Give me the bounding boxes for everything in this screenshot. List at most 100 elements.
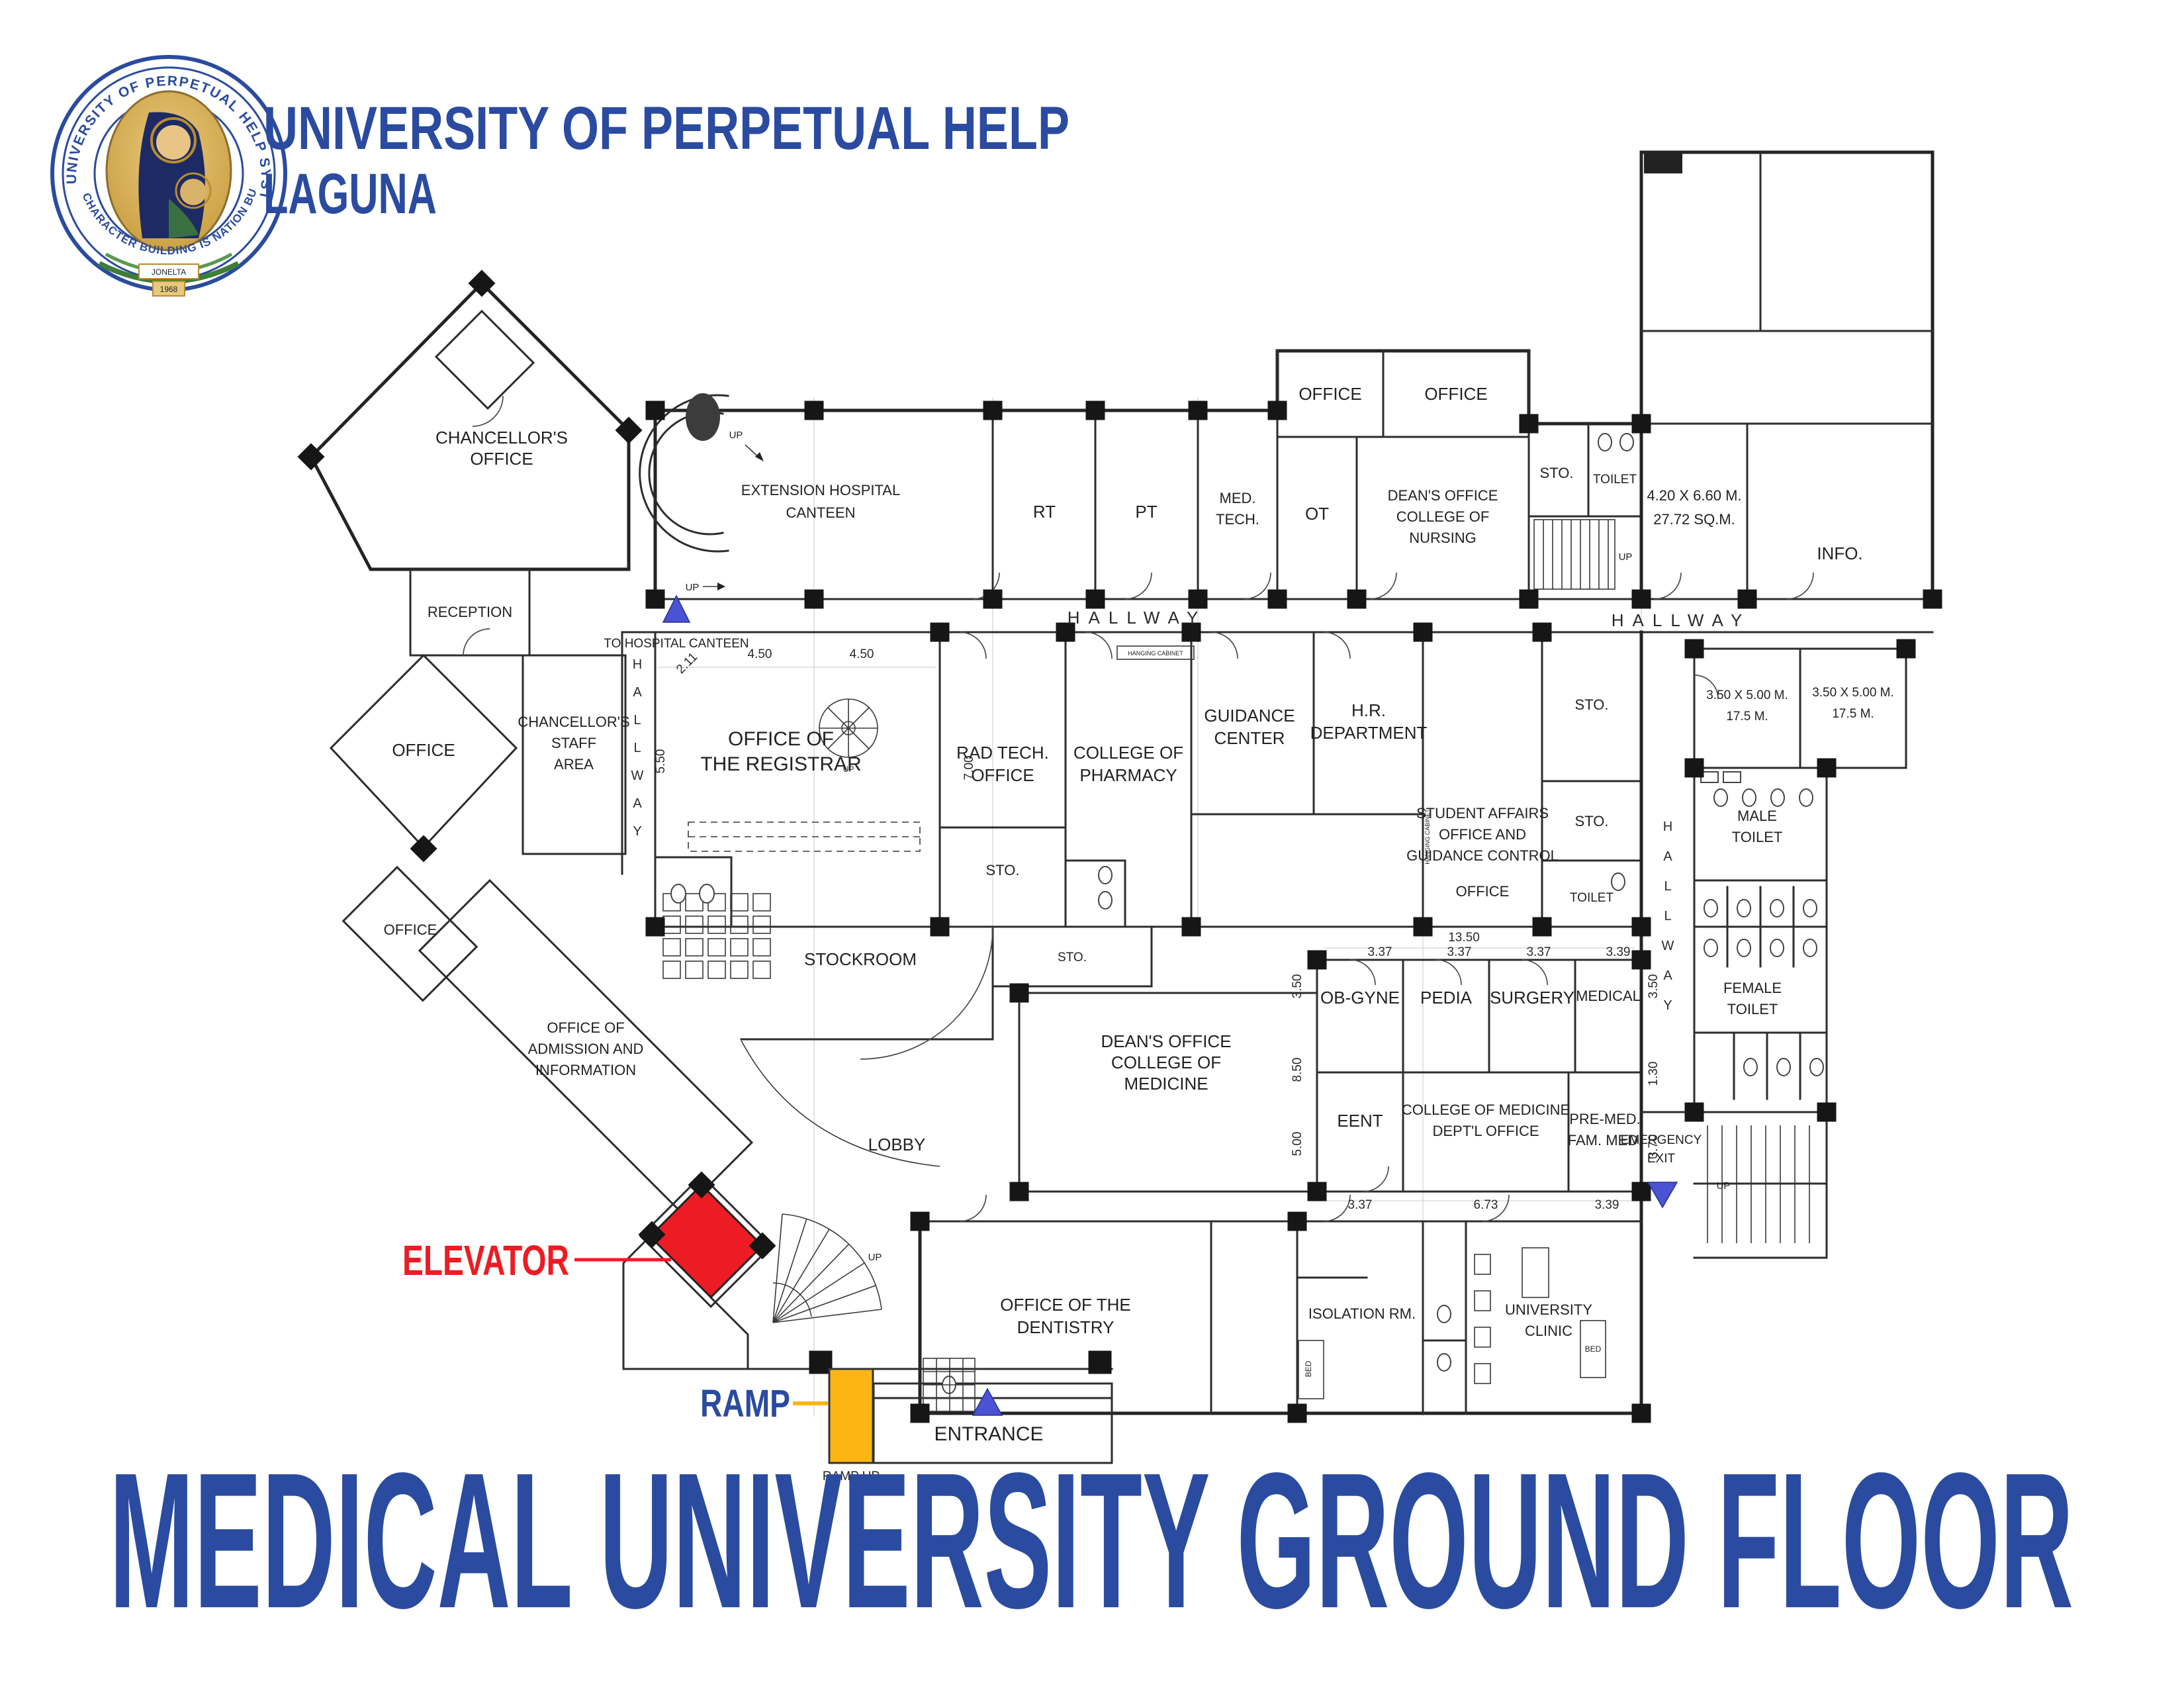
dim-337-d: 3.37 (1348, 1198, 1373, 1212)
dim-337-c: 3.37 (1527, 945, 1551, 959)
up-labels: UP UP UP UP UP UP (686, 430, 1731, 1263)
lbl-student-affairs-2: OFFICE AND (1439, 826, 1526, 843)
lbl-office-student-affairs: OFFICE (1456, 883, 1510, 900)
lbl-guidance-1: GUIDANCE (1204, 706, 1295, 726)
lbl-reception: RECEPTION (428, 604, 512, 620)
lbl-student-affairs-3: GUIDANCE CONTROL (1406, 847, 1559, 864)
hallway-v-left-a: A (633, 685, 642, 700)
stair-nursing (1533, 519, 1615, 590)
lbl-office-diagonal: OFFICE (384, 921, 437, 938)
clinic-furniture (1298, 1247, 1606, 1399)
dim-339-b: 3.39 (1595, 1198, 1619, 1212)
lbl-room350-b1: 3.50 X 5.00 M. (1812, 686, 1894, 700)
dim-339-a: 3.39 (1606, 945, 1631, 959)
lbl-med-tech-1: MED. (1220, 490, 1256, 506)
hallway-v-right-a2: A (1663, 968, 1672, 983)
dim-337-b: 3.37 (1447, 945, 1472, 959)
lbl-nursing-3: NURSING (1409, 530, 1476, 546)
header-university-name: UNIVERSITY OF PERPETUAL HELP (263, 95, 1069, 162)
lbl-rad-tech-1: RAD TECH. (956, 743, 1049, 763)
lbl-medical: MEDICAL (1576, 988, 1641, 1004)
dim-337-a: 3.37 (1368, 945, 1392, 959)
lbl-room420-1: 4.20 X 6.60 M. (1647, 487, 1741, 504)
lbl-room420-2: 27.72 SQ.M. (1653, 511, 1735, 528)
lbl-up-registrar-spiral: UP (843, 765, 854, 774)
hallway-v-left-y: Y (633, 824, 641, 839)
room-office-diagonal (341, 865, 478, 1002)
lbl-hanging-cabinet-1: HANGING CABINET (1128, 650, 1183, 657)
lbl-clinic-1: UNIVERSITY (1505, 1301, 1592, 1318)
lbl-chancellors-office-1: CHANCELLOR'S (435, 428, 568, 447)
lbl-room350-b2: 17.5 M. (1832, 707, 1874, 721)
lbl-pharmacy-1: COLLEGE OF (1073, 743, 1183, 763)
lbl-lobby: LOBBY (868, 1135, 926, 1154)
lbl-sto-3: STO. (1575, 813, 1609, 829)
lbl-toilet-2: TOILET (1570, 891, 1614, 905)
lbl-chancellors-staff-2: STAFF (551, 735, 596, 751)
hallway-v-right-w: W (1662, 939, 1674, 953)
lbl-emergency-exit-1: EMERGENCY (1621, 1133, 1702, 1147)
lbl-hr-1: H.R. (1351, 700, 1386, 720)
lbl-admission-1: OFFICE OF (547, 1019, 624, 1036)
lbl-isolation: ISOLATION RM. (1308, 1305, 1416, 1322)
lbl-hallway-right: HALLWAY (1612, 610, 1751, 630)
lbl-info: INFO. (1817, 543, 1862, 563)
elevator-cab (649, 1183, 764, 1299)
hallway-v-left-l1: L (633, 713, 641, 727)
lbl-deans-medicine-1: DEAN'S OFFICE (1101, 1031, 1231, 1051)
lbl-female-toilet-1: FEMALE (1723, 980, 1782, 996)
room-labels: CHANCELLOR'S OFFICE RECEPTION OFFICE CHA… (384, 384, 1894, 1339)
lbl-room350-a1: 3.50 X 5.00 M. (1706, 688, 1788, 702)
dim-370: 3.70 (1647, 1135, 1661, 1159)
lbl-chancellors-office-2: OFFICE (470, 449, 533, 469)
spiral-stair-canteen (639, 393, 764, 590)
lbl-sto-top: STO. (1540, 465, 1574, 481)
lbl-stockroom: STOCKROOM (804, 949, 917, 969)
lbl-rad-tech-2: OFFICE (971, 765, 1034, 785)
lbl-deans-medicine-3: MEDICINE (1124, 1074, 1208, 1094)
dim-500: 5.00 (1291, 1132, 1304, 1156)
seal-year-text: 1968 (160, 285, 178, 294)
dim-211: 2.11 (674, 650, 700, 677)
lbl-nursing-2: COLLEGE OF (1396, 508, 1490, 525)
lbl-admission-2: ADMISSION AND (528, 1041, 644, 1057)
hallway-v-left-a2: A (633, 796, 642, 811)
lbl-up-lobby-stair: UP (868, 1252, 882, 1263)
lbl-dentistry-1: OFFICE OF THE (1000, 1295, 1130, 1315)
hallway-v-left-l2: L (633, 741, 641, 755)
room-admission-office (418, 878, 754, 1215)
dim-350-a: 3.50 (1291, 974, 1304, 999)
lbl-sto-4: STO. (1058, 951, 1087, 964)
dim-450-b: 4.50 (850, 647, 874, 661)
hallway-v-right-y: Y (1663, 998, 1672, 1013)
lbl-registrar-2: THE REGISTRAR (700, 753, 861, 775)
lbl-entrance: ENTRANCE (934, 1423, 1043, 1445)
lbl-male-toilet-1: MALE (1737, 808, 1777, 824)
lbl-eent: EENT (1337, 1111, 1383, 1131)
lbl-canteen-1: EXTENSION HOSPITAL (741, 482, 900, 498)
dim-130: 1.30 (1647, 1062, 1661, 1086)
lbl-dentistry-2: DENTISTRY (1017, 1317, 1115, 1337)
lbl-ramp-up: RAMP UP (823, 1470, 880, 1483)
dentistry-toilet-tile (923, 1358, 976, 1412)
lbl-ot: OT (1305, 504, 1329, 524)
hallway-labels: HALLWAY HALLWAY H A L L W A Y H A L L W … (631, 608, 1751, 1013)
column-markers (297, 269, 1942, 1423)
lbl-canteen-2: CANTEEN (786, 504, 855, 521)
hallway-v-left-h: H (633, 657, 642, 672)
hallway-v-right-l1: L (1664, 879, 1671, 894)
lbl-com-dept-1: COLLEGE OF MEDICINE (1402, 1102, 1570, 1118)
lbl-office-pentagon: OFFICE (392, 740, 455, 760)
lbl-guidance-2: CENTER (1214, 728, 1285, 748)
lbl-nursing-1: DEAN'S OFFICE (1388, 487, 1498, 504)
stair-emergency-exit (1693, 1125, 1828, 1243)
elevator-callout-label: ELEVATOR (402, 1237, 569, 1284)
lbl-female-toilet-2: TOILET (1727, 1001, 1778, 1017)
lbl-com-dept-2: DEPT'L OFFICE (1432, 1123, 1539, 1139)
hallway-v-right-a: A (1663, 849, 1672, 864)
lbl-hr-2: DEPARTMENT (1310, 723, 1428, 743)
spiral-stair-registrar (819, 698, 878, 758)
walls (308, 150, 1934, 1464)
